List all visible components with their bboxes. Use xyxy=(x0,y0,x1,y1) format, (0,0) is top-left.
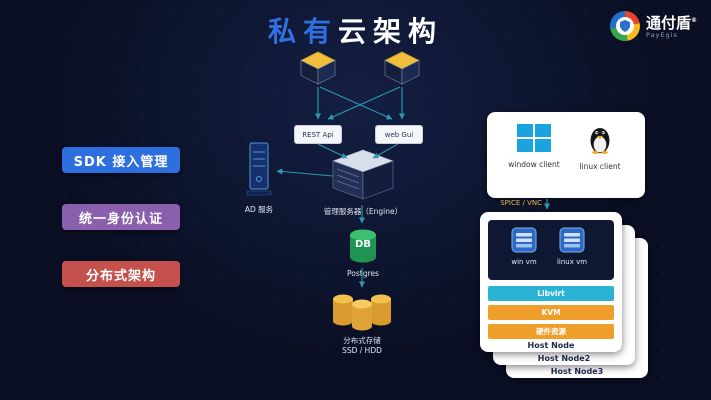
payegis-logo: 通付盾® PayEgis xyxy=(609,11,697,41)
rest-api-box: REST Api xyxy=(294,125,342,144)
layer-bar-kvm: KVM xyxy=(488,305,614,320)
linux-client: linux client xyxy=(565,124,635,171)
layer-bar-hardware: 硬件资源 xyxy=(488,324,614,339)
title-accent: 私有 xyxy=(267,15,338,48)
db-name-label: Postgres xyxy=(347,269,379,278)
badge-identity-auth: 统一身份认证 xyxy=(62,204,180,230)
windows-logo-icon xyxy=(517,124,551,152)
win-vm: win vm xyxy=(502,227,546,266)
mgmt-server-label: 管理服务器（Engine） xyxy=(323,207,403,216)
layer-bar-libvirt: Libvirt xyxy=(488,286,614,301)
ad-service-label: AD 服务 xyxy=(244,205,274,214)
badge-sdk-management: SDK 接入管理 xyxy=(62,147,180,173)
clients-panel: window client linux client xyxy=(487,112,645,198)
title-rest: 云架构 xyxy=(338,15,444,48)
logo-subtitle: PayEgis xyxy=(645,31,678,39)
host-node-panel-front: win vm linux vm Libvirt KVM 硬件资源 Host No… xyxy=(480,212,622,352)
protocol-label: SPICE / VNC xyxy=(500,199,542,207)
storage-cylinders-icon xyxy=(331,291,393,337)
linux-client-label: linux client xyxy=(579,162,621,171)
linux-vm: linux vm xyxy=(550,227,594,266)
vm-icon xyxy=(559,227,585,253)
windows-client: window client xyxy=(499,124,569,169)
shield-icon xyxy=(619,20,630,32)
linux-penguin-icon xyxy=(590,127,610,154)
cube-icon-left xyxy=(297,50,339,90)
storage-label: 分布式存储 xyxy=(343,336,381,345)
logo-name: 通付盾® xyxy=(645,14,697,32)
storage-type-label: SSD / HDD xyxy=(342,346,382,355)
management-server-icon xyxy=(327,147,399,209)
win-vm-label: win vm xyxy=(511,258,537,266)
ad-server-icon xyxy=(245,141,273,203)
vm-zone: win vm linux vm xyxy=(488,220,614,280)
db-label: DB xyxy=(355,239,371,250)
page-title: 私有云架构 xyxy=(0,10,711,50)
windows-client-label: window client xyxy=(508,160,560,169)
host-node-label-1: Host Node xyxy=(527,341,575,350)
host-node-label-2: Host Node2 xyxy=(537,354,591,363)
cube-icon-right xyxy=(381,50,423,90)
badge-distributed-arch: 分布式架构 xyxy=(62,261,180,287)
host-node-label-3: Host Node3 xyxy=(550,367,604,376)
db-cylinder-icon xyxy=(347,227,379,271)
linux-vm-label: linux vm xyxy=(556,258,588,266)
logo-text: 通付盾® PayEgis xyxy=(645,13,697,40)
web-gui-box: web Gui xyxy=(375,125,423,144)
vm-icon xyxy=(511,227,537,253)
payegis-logo-icon xyxy=(609,11,640,41)
